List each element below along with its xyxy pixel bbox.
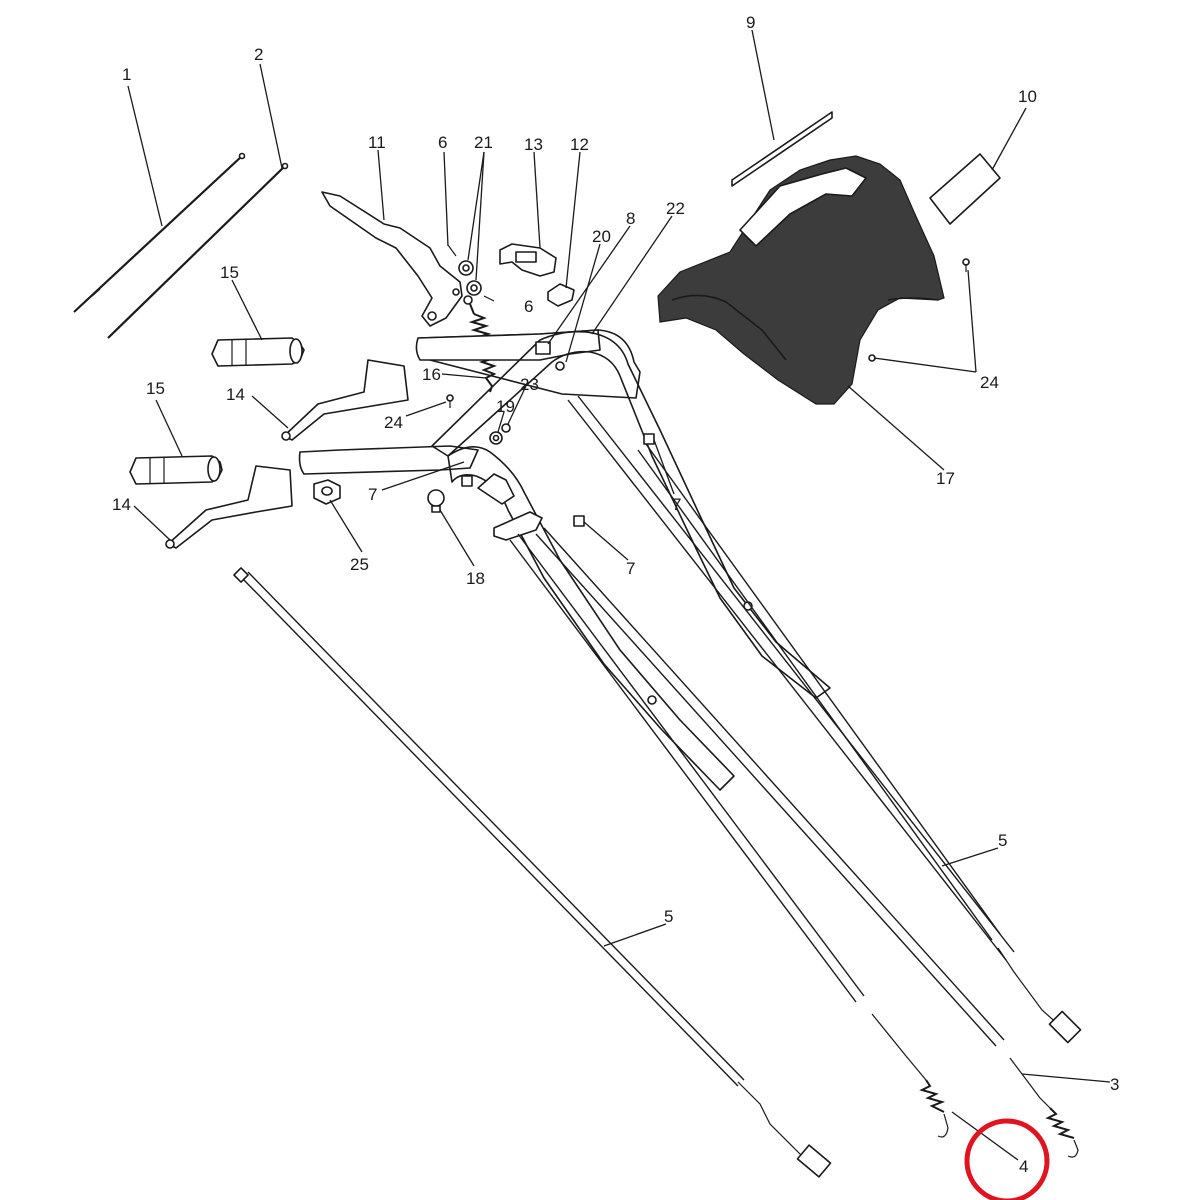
callout-20: 20	[592, 227, 611, 246]
callout-7-right: 7	[672, 495, 681, 514]
callout-19: 19	[496, 397, 515, 416]
callout-12: 12	[570, 135, 589, 154]
part-4-cable	[509, 533, 949, 1138]
callout-8: 8	[626, 209, 635, 228]
part-25-nut	[313, 479, 341, 505]
part-17-cover	[657, 155, 970, 405]
callout-14-upper: 14	[226, 385, 245, 404]
callout-13: 13	[524, 135, 543, 154]
leader-lines	[127, 29, 1111, 1161]
part-19-bolt	[501, 423, 511, 433]
part-12-clip	[547, 283, 575, 307]
callout-7-mid: 7	[626, 559, 635, 578]
callout-5-left: 5	[664, 907, 673, 926]
callout-4: 4	[1019, 1157, 1028, 1176]
callout-5-right: 5	[998, 831, 1007, 850]
callout-23: 23	[520, 375, 539, 394]
callout-25: 25	[350, 555, 369, 574]
part-22-handle-frame	[431, 330, 831, 791]
part-10-decal	[929, 153, 1001, 225]
part-2-rod	[107, 162, 289, 339]
part-15-grip-lower	[129, 455, 223, 485]
callout-6-lower: 6	[524, 297, 533, 316]
cable-bracket	[477, 473, 543, 541]
handle-lower-bar	[298, 445, 479, 475]
part-20-nut	[555, 361, 565, 371]
part-18-bolt	[427, 489, 445, 513]
highlight-ring	[964, 1118, 1050, 1200]
part-9-decal	[731, 111, 833, 187]
part-1-rod	[73, 152, 246, 313]
part-11-lever	[321, 191, 463, 327]
callout-7-left: 7	[368, 485, 377, 504]
callout-9: 9	[746, 13, 755, 32]
callout-3: 3	[1110, 1075, 1119, 1094]
callout-15-lower: 15	[146, 379, 165, 398]
callout-18: 18	[466, 569, 485, 588]
part-7-clips	[461, 433, 655, 527]
callout-24-right: 24	[980, 373, 999, 392]
part-5-cable-right	[637, 443, 1082, 1044]
callout-16: 16	[422, 365, 441, 384]
part-3-rod	[567, 395, 1015, 961]
callout-2: 2	[254, 45, 263, 64]
callout-14-lower: 14	[112, 495, 131, 514]
callout-24-left: 24	[384, 413, 403, 432]
callout-22: 22	[666, 199, 685, 218]
part-13-bracket	[499, 243, 557, 277]
callout-17: 17	[936, 469, 955, 488]
callout-1: 1	[122, 65, 131, 84]
callout-11: 11	[368, 133, 386, 152]
callout-labels: 1 2 3 4 5 5 6 6 7 7 7 8 9 10 11 12 13 14…	[112, 13, 1119, 1176]
callout-15-upper: 15	[220, 263, 239, 282]
part-6-pin-upper	[447, 244, 457, 257]
handle-upper-bar	[415, 329, 641, 399]
part-24-screw-left	[446, 394, 454, 408]
part-21-washers	[458, 260, 482, 296]
part-8-clip	[535, 341, 551, 355]
callout-6-upper: 6	[438, 133, 447, 152]
part-5-cable-left	[233, 567, 832, 1178]
callout-21: 21	[474, 133, 493, 152]
part-14-lever-upper	[281, 359, 409, 441]
part-3-cable-spring	[535, 527, 1079, 1158]
callout-10: 10	[1018, 87, 1037, 106]
part-15-grip-upper	[211, 337, 305, 367]
part-6-pin-lower	[483, 295, 495, 302]
